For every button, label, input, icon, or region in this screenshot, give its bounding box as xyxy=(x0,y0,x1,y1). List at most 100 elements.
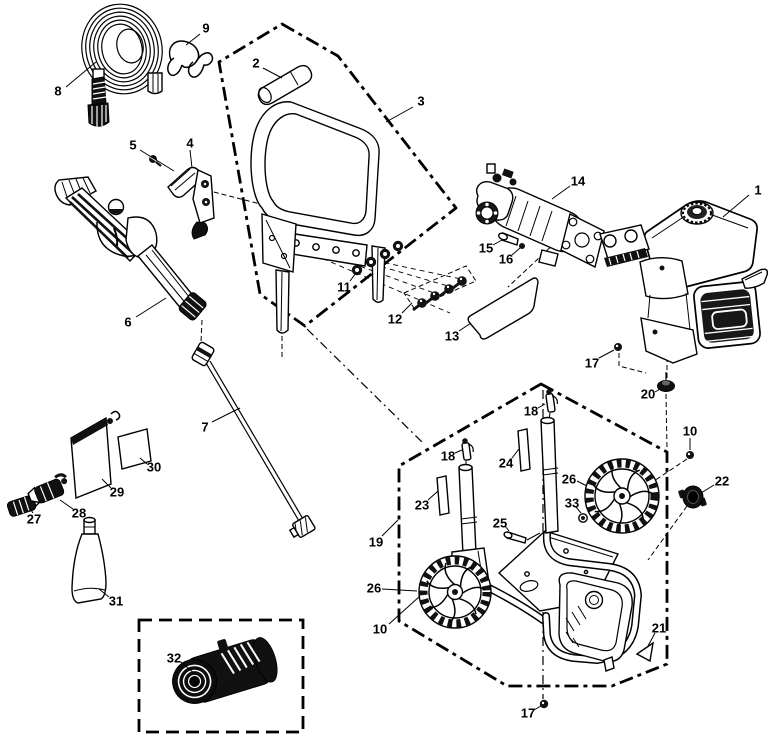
callout-16: 16 xyxy=(499,252,513,267)
recoil-handle xyxy=(741,268,769,289)
leader-line-22 xyxy=(700,484,715,494)
axle-cap-part xyxy=(678,485,707,509)
callout-26a: 26 xyxy=(367,581,381,596)
leader-line-5 xyxy=(139,149,175,172)
pump-flange xyxy=(560,212,605,269)
callout-10a: 10 xyxy=(683,424,697,439)
callout-26b: 26 xyxy=(562,472,576,487)
grip-tube-part xyxy=(257,64,313,106)
leader-line-11 xyxy=(349,272,357,282)
callout-29: 29 xyxy=(110,485,124,500)
motor-part xyxy=(172,637,278,704)
wand-part xyxy=(191,341,316,539)
leader-line-13 xyxy=(458,322,472,332)
handle-leg-left xyxy=(275,269,290,334)
handle-pin-left-part xyxy=(461,438,474,461)
leader-line-15 xyxy=(492,239,503,246)
callout-2: 2 xyxy=(252,56,259,71)
handle-pin-right-part xyxy=(545,389,558,413)
callout-24: 24 xyxy=(499,456,514,471)
callout-28: 28 xyxy=(72,506,86,521)
callout-layer: 1234567891010111213141516171718181920212… xyxy=(27,21,762,721)
bolt-set-part xyxy=(403,265,477,312)
spray-gun-part xyxy=(54,176,207,321)
cart-assembly-boundary xyxy=(397,382,669,688)
callout-13: 13 xyxy=(445,329,459,344)
callout-17a: 17 xyxy=(585,356,599,371)
wheel-nut-part xyxy=(578,513,588,523)
leader-line-4 xyxy=(189,149,193,169)
muffler-assembly xyxy=(558,572,633,672)
leader-line-18b xyxy=(537,403,546,409)
motor-kit-boundary xyxy=(137,618,305,734)
callout-5: 5 xyxy=(129,138,136,153)
callout-30: 30 xyxy=(147,460,161,475)
callout-10b: 10 xyxy=(373,622,387,637)
callout-19: 19 xyxy=(369,535,383,550)
wheel-left-part xyxy=(418,555,492,629)
callout-17b: 17 xyxy=(521,706,535,721)
callout-32: 32 xyxy=(167,651,181,666)
pump-bolt-part xyxy=(497,232,519,246)
nut-set-part xyxy=(351,240,404,276)
leader-line-14 xyxy=(551,185,571,200)
engine-nut-part xyxy=(614,343,622,351)
callout-20: 20 xyxy=(641,387,655,402)
wheel-right-part xyxy=(584,458,660,534)
wand-tip xyxy=(288,515,316,539)
fuel-cap xyxy=(680,201,714,225)
frame-post-right xyxy=(540,416,559,534)
hose-hook-part xyxy=(167,40,214,78)
leader-line-27 xyxy=(28,506,34,514)
detergent-bottle-part xyxy=(71,516,107,604)
handle-assembly-boundary xyxy=(217,22,458,328)
pump-handwheel xyxy=(475,201,499,225)
leader-line-9 xyxy=(185,33,201,46)
leader-line-33 xyxy=(575,506,582,514)
nozzle-assembly-part xyxy=(27,473,68,504)
callout-11: 11 xyxy=(337,280,351,295)
hose-end-stub xyxy=(147,72,163,95)
hose-part xyxy=(81,3,163,127)
leader-line-10b xyxy=(388,595,421,625)
leader-line-7 xyxy=(211,407,241,423)
leader-line-31 xyxy=(98,588,110,598)
engine-foot-part xyxy=(657,372,675,392)
callout-12: 12 xyxy=(388,312,402,327)
leader-line-12 xyxy=(401,302,413,314)
leader-line-17a xyxy=(598,349,615,359)
axle-bolt-part xyxy=(686,451,694,459)
frame-bolt-part xyxy=(503,531,541,544)
callout-27: 27 xyxy=(27,512,41,527)
frame-wedge-part xyxy=(635,641,654,663)
nozzle-bag-part xyxy=(70,410,121,500)
panel-part xyxy=(467,277,539,340)
leader-line-17b xyxy=(533,705,542,711)
callout-3: 3 xyxy=(417,94,424,109)
leader-line-16 xyxy=(511,247,521,256)
leader-line-19 xyxy=(381,519,399,537)
pump-ball-part xyxy=(519,243,525,249)
leader-line-30 xyxy=(139,457,148,465)
label-strip-right-part xyxy=(517,428,531,472)
gun-coupler xyxy=(178,292,207,321)
callout-15: 15 xyxy=(479,241,493,256)
callout-14: 14 xyxy=(571,174,586,189)
leader-line-8 xyxy=(65,61,97,88)
callout-18b: 18 xyxy=(524,404,538,419)
leader-line-1 xyxy=(722,194,750,218)
callout-25: 25 xyxy=(493,516,507,531)
engine-part xyxy=(599,200,769,364)
callout-23: 23 xyxy=(415,498,429,513)
callout-22: 22 xyxy=(715,474,729,489)
leader-line-25 xyxy=(504,525,510,532)
leader-line-29 xyxy=(101,478,112,489)
callout-4: 4 xyxy=(186,136,194,151)
frame-post-left xyxy=(458,463,478,556)
cart-frame-part xyxy=(448,416,643,672)
leader-line-26a xyxy=(381,588,418,592)
leader-line-23 xyxy=(427,490,439,501)
gun-bracket-part xyxy=(167,166,215,240)
